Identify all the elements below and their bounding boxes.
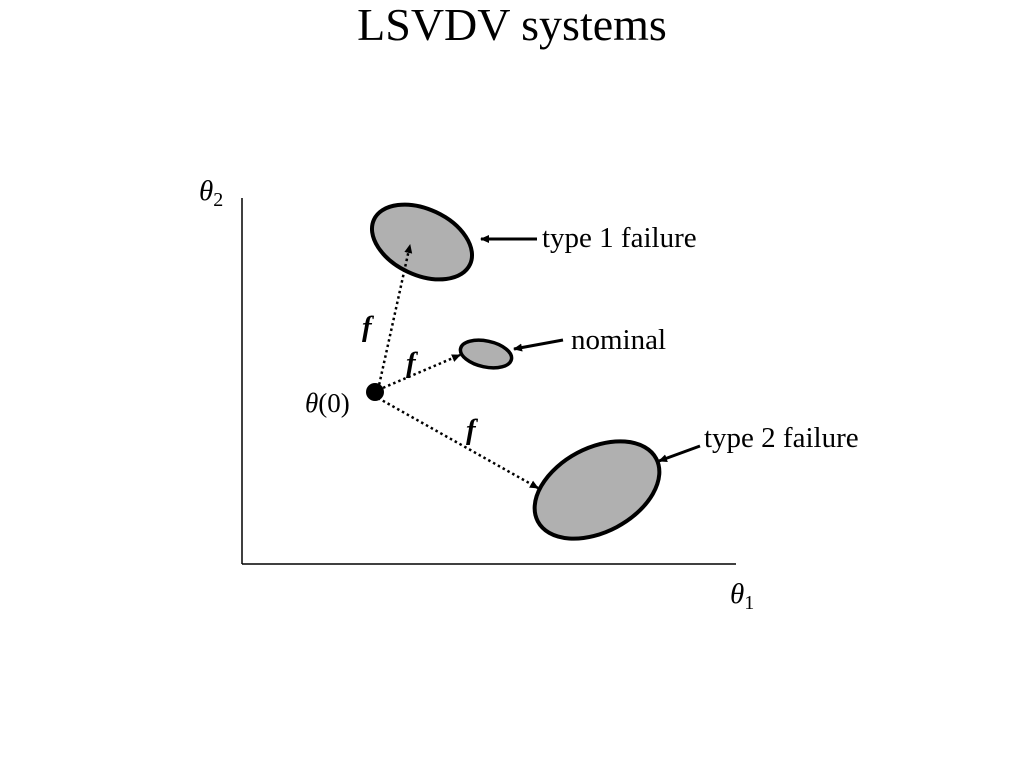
type1-failure-region <box>369 202 475 282</box>
type2-failure-label: type 2 failure <box>704 422 859 454</box>
f-label-type1: f <box>362 311 375 343</box>
slide-title: LSVDV systems <box>357 0 667 50</box>
trajectory-to-type2 <box>377 396 539 490</box>
callout-arrow-type2 <box>658 444 701 463</box>
y-axis-label: θ2 <box>199 175 223 211</box>
type1-failure-label: type 1 failure <box>542 222 697 254</box>
trajectory-to-nominal <box>377 353 461 392</box>
nominal-region <box>458 338 514 370</box>
initial-state-label: θ(0) <box>305 388 350 418</box>
type2-failure-region <box>532 439 662 541</box>
f-label-nominal: f <box>406 347 419 379</box>
x-axis-label: θ1 <box>730 578 754 614</box>
f-label-type2: f <box>466 414 479 446</box>
initial-state-point <box>366 383 384 401</box>
nominal-label: nominal <box>571 324 666 356</box>
callout-arrow-nominal <box>513 338 564 352</box>
